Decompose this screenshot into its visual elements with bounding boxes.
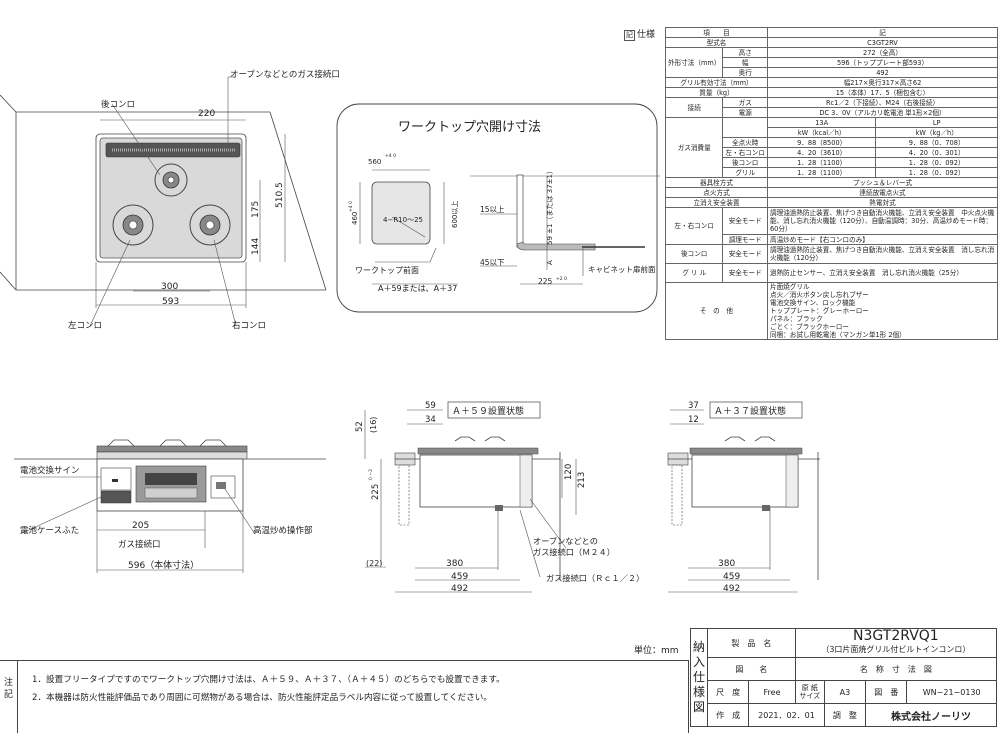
- label-worktop-front: ワークトップ前面: [355, 265, 419, 275]
- label-high-heat-control: 高温炒め操作部: [253, 525, 313, 536]
- title-block-side-label: 納入仕様図: [689, 628, 709, 727]
- dim-300: 300: [161, 282, 178, 292]
- dim-510-5: 510.5: [275, 182, 285, 208]
- side-a37-dim-459: 459: [723, 572, 740, 582]
- dim-205: 205: [132, 521, 149, 531]
- product-name: N3GT2RVQ1: [853, 628, 939, 644]
- plan-view: 220 300 593 510.5 175 144 オーブンなどとのガス接続口 …: [0, 69, 340, 331]
- side-a59-dim-16: (16): [369, 417, 378, 433]
- title-block: 納入仕様図 製 品 名 N3GT2RVQ1 （3口片面焼グリル付ビルトインコンロ…: [689, 628, 998, 727]
- label-gas-inlet: ガス接続口: [118, 539, 161, 550]
- side-a59-body: [419, 454, 533, 508]
- dim-175: 175: [251, 201, 261, 218]
- dim-144: 144: [251, 238, 261, 255]
- side-a59-dim-225-tol: 0 −2: [368, 469, 374, 480]
- side-a37-title: Ａ＋３７設置状態: [714, 405, 786, 417]
- label-battery-cover: 電池ケースふた: [20, 525, 79, 536]
- side-a59-title: Ａ＋５９設置状態: [452, 405, 524, 417]
- dim-220: 220: [198, 109, 215, 119]
- note-1: 1．設置フリータイプですのでワークトップ穴開け寸法は、Ａ＋５９、Ａ＋３７、（Ａ＋…: [32, 675, 505, 685]
- label-cabinet-front: キャビネット扉前面: [588, 264, 656, 274]
- side-a37-dim-492: 492: [723, 584, 740, 594]
- cutout-dim-560-tol: +4 0: [385, 153, 396, 159]
- drawing-name: 名 称 寸 法 図: [794, 657, 998, 681]
- side-a37-dim-380: 380: [718, 559, 735, 569]
- side-view-a59: Ａ＋５９設置状態 59 34 52 (16) 225 0 −2 120 213 …: [355, 401, 644, 594]
- side-a59-dim-492: 492: [451, 584, 468, 594]
- left-burner: [112, 204, 154, 246]
- label-battery-sign: 電池交換サイン: [20, 465, 80, 476]
- label-rear-burner: 後コンロ: [101, 99, 135, 110]
- cutout-formula: A＋59または、A＋37: [378, 284, 457, 293]
- side-a59-dim-52: 52: [355, 421, 365, 432]
- cutout-dim-15: 15以上: [480, 205, 505, 214]
- cutout-vertical-59: 59 ±1（または 37±1）: [546, 167, 554, 245]
- side-view-a37: Ａ＋３７設置状態 37 12 380 459 492: [667, 401, 820, 594]
- rear-burner: [154, 163, 188, 197]
- side-a59-dim-59: 59: [425, 401, 436, 411]
- company-name: 株式会社ノーリツ: [865, 703, 997, 727]
- cutout-title: ワークトップ穴開け寸法: [398, 120, 541, 135]
- cutout-dim-560: 560: [368, 158, 381, 166]
- front-view: 電池交換サイン 電池ケースふた 高温炒め操作部 205 ガス接続口 596（本体…: [14, 439, 326, 573]
- note-2: 2．本機器は防火性能評価品であり周囲に可燃物がある場合は、防火性能評定品ラベル内…: [32, 693, 492, 703]
- side-a59-dim-459: 459: [451, 572, 468, 582]
- notes-label: 注記: [0, 661, 18, 733]
- label-oven-gas-inlet: オーブンなどとのガス接続口: [230, 69, 340, 80]
- side-a59-dim-22: (22): [366, 559, 382, 568]
- side-a59-gas-rc: ガス接続口（Ｒｃ１／２）: [546, 573, 644, 583]
- side-a59-oven-gas: オーブンなどとの: [533, 536, 598, 546]
- side-a59-dim-380: 380: [446, 559, 463, 569]
- side-a59-dim-34: 34: [425, 415, 436, 425]
- cutout-dim-45: 45以下: [480, 258, 505, 267]
- cutout-letter-a: A: [546, 260, 554, 265]
- side-a37-dim-37: 37: [688, 401, 699, 411]
- product-subtitle: （3口片面焼グリル付ビルトインコンロ）: [821, 645, 971, 654]
- cutout-dim-225-tol: +2 0: [556, 276, 567, 282]
- cutout-dim-225: 225: [538, 277, 553, 286]
- cutout-radius: 4−R10〜25: [383, 216, 423, 224]
- side-a59-dim-213: 213: [577, 472, 587, 488]
- right-burner: [189, 204, 231, 246]
- label-right-burner: 右コンロ: [232, 320, 266, 331]
- cutout-dim-460-tol: +4 0: [348, 201, 354, 212]
- spec-label-icon: 記: [624, 30, 635, 41]
- spec-label: 記仕様: [624, 30, 656, 41]
- label-left-burner: 左コンロ: [68, 320, 102, 331]
- cutout-dim-460: 460: [351, 212, 359, 225]
- dim-593: 593: [162, 297, 179, 307]
- side-a59-oven-gas-2: ガス接続口（Ｍ２４）: [533, 547, 615, 557]
- side-a37-body: [691, 454, 799, 508]
- side-a59-dim-120: 120: [564, 464, 574, 480]
- side-a59-dim-225: 225: [371, 484, 381, 500]
- cutout-dim-600: 600以上: [450, 201, 459, 228]
- notes-section: 注記 1．設置フリータイプですのでワークトップ穴開け寸法は、Ａ＋５９、Ａ＋３７、…: [0, 660, 689, 733]
- side-a37-dim-12: 12: [688, 415, 699, 425]
- body-dim-596: 596（本体寸法）: [128, 559, 199, 571]
- unit-label: 単位：mm: [634, 646, 679, 656]
- cutout-panel: ワークトップ穴開け寸法 560 +4 0 460 +4 0 4−R10〜25 6…: [336, 103, 660, 313]
- drawing-number: WN−21−0130: [906, 680, 997, 704]
